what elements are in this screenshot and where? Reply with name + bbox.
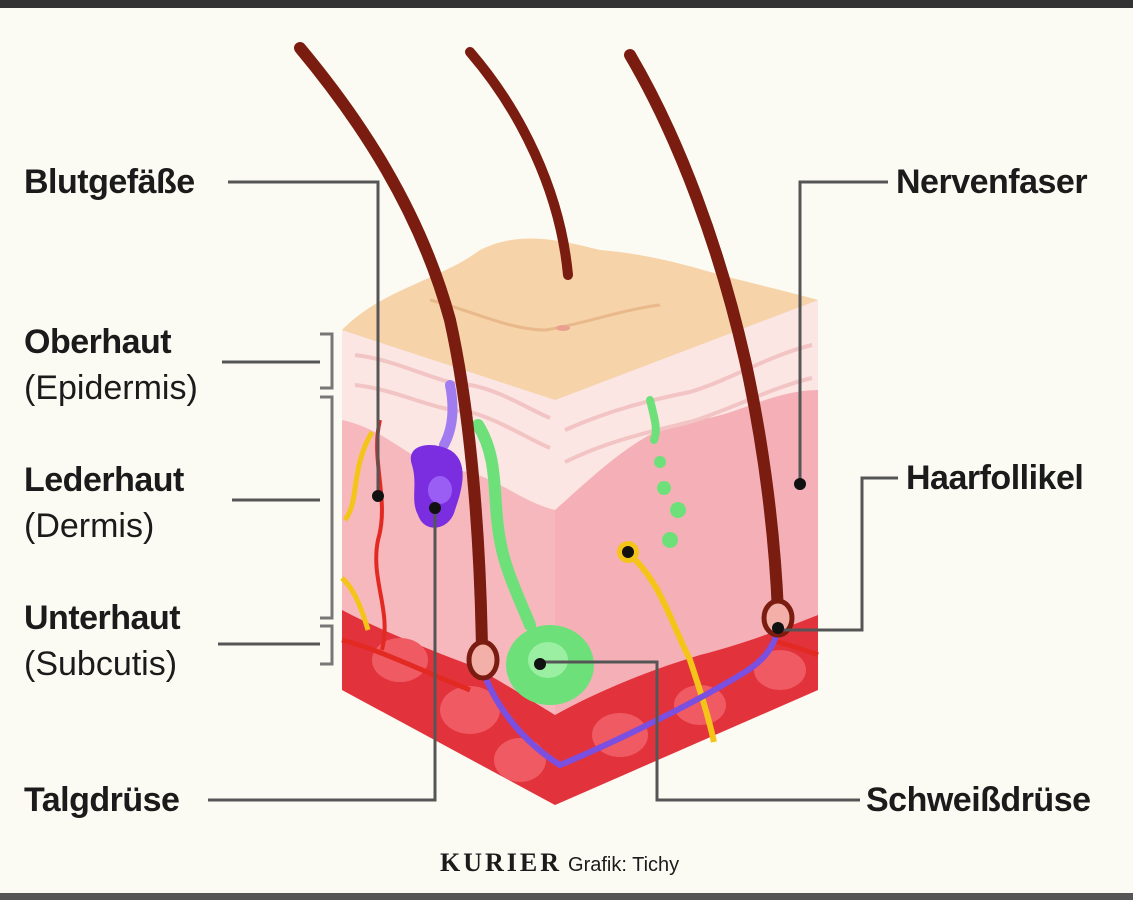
nerve-fiber — [625, 549, 717, 743]
nerve-fiber — [340, 576, 371, 631]
hair-follicle-bulb — [466, 639, 500, 681]
leader-nervenfaser — [798, 180, 888, 484]
label-oberhaut-sub: (Epidermis) — [24, 369, 198, 407]
hair-shaft-right — [624, 49, 784, 618]
leader-schweissdruese — [540, 660, 860, 802]
bracket-unterhaut — [320, 624, 334, 666]
epidermis-texture-line — [354, 353, 551, 420]
epidermis-texture-line — [564, 376, 813, 464]
sweat-duct-dot — [657, 481, 671, 495]
label-nervenfaser: Nervenfaser — [896, 163, 1088, 201]
bracket-oberhaut — [320, 332, 334, 390]
top-frame-bar — [0, 0, 1133, 8]
nerve-fiber — [342, 430, 375, 522]
label-talgdruese: Talgdrüse — [24, 781, 180, 819]
nerve-fiber-purple — [477, 627, 781, 769]
label-lederhaut: Lederhaut — [24, 461, 184, 499]
sweat-duct-dot — [654, 456, 666, 468]
epidermis-texture-line — [564, 343, 813, 432]
fat-lobule — [674, 685, 726, 725]
label-lederhaut-sub: (Dermis) — [24, 507, 155, 545]
leader-talgdruese — [208, 508, 437, 802]
kurier-logo: KURIER — [440, 848, 563, 877]
label-oberhaut: Oberhaut — [24, 323, 172, 361]
sweat-gland-core — [528, 642, 568, 678]
label-blutgefaesse: Blutgefäße — [24, 163, 195, 201]
label-haarfollikel: Haarfollikel — [906, 459, 1084, 497]
marker-nervenfaser — [794, 478, 806, 490]
leader-blutgefaesse — [228, 180, 380, 496]
graphic-credit: Grafik: Tichy — [568, 854, 680, 876]
hair-shaft-left — [294, 42, 488, 656]
sweat-duct-dot — [670, 502, 686, 518]
sebaceous-duct — [439, 380, 458, 450]
sweat-duct — [646, 396, 660, 444]
skin-pore — [556, 325, 570, 331]
epidermis-right-band — [555, 300, 818, 510]
bottom-frame-bar — [0, 893, 1133, 900]
marker-nerve-ending — [622, 546, 634, 558]
bracket-lederhaut — [320, 395, 334, 620]
label-schweissdruese: Schweißdrüse — [866, 781, 1091, 819]
fat-lobule — [754, 650, 806, 690]
label-unterhaut: Unterhaut — [24, 599, 181, 637]
skin-surface-crease — [429, 298, 661, 332]
sweat-duct-dot — [662, 532, 678, 548]
sweat-gland-duct — [472, 419, 536, 631]
fat-lobule — [494, 738, 546, 782]
marker-blutgefaesse — [372, 490, 384, 502]
marker-haarfollikel — [772, 622, 784, 634]
sebaceous-gland-highlight — [428, 476, 452, 504]
fat-lobule — [440, 686, 500, 734]
marker-talgdruese — [429, 502, 441, 514]
hair-follicle-bulb — [761, 598, 795, 638]
blood-vessel — [341, 637, 471, 693]
hair-shaft-middle — [465, 47, 573, 280]
marker-schweissdruese — [534, 658, 546, 670]
leader-haarfollikel — [778, 476, 898, 632]
label-unterhaut-sub: (Subcutis) — [24, 645, 178, 683]
